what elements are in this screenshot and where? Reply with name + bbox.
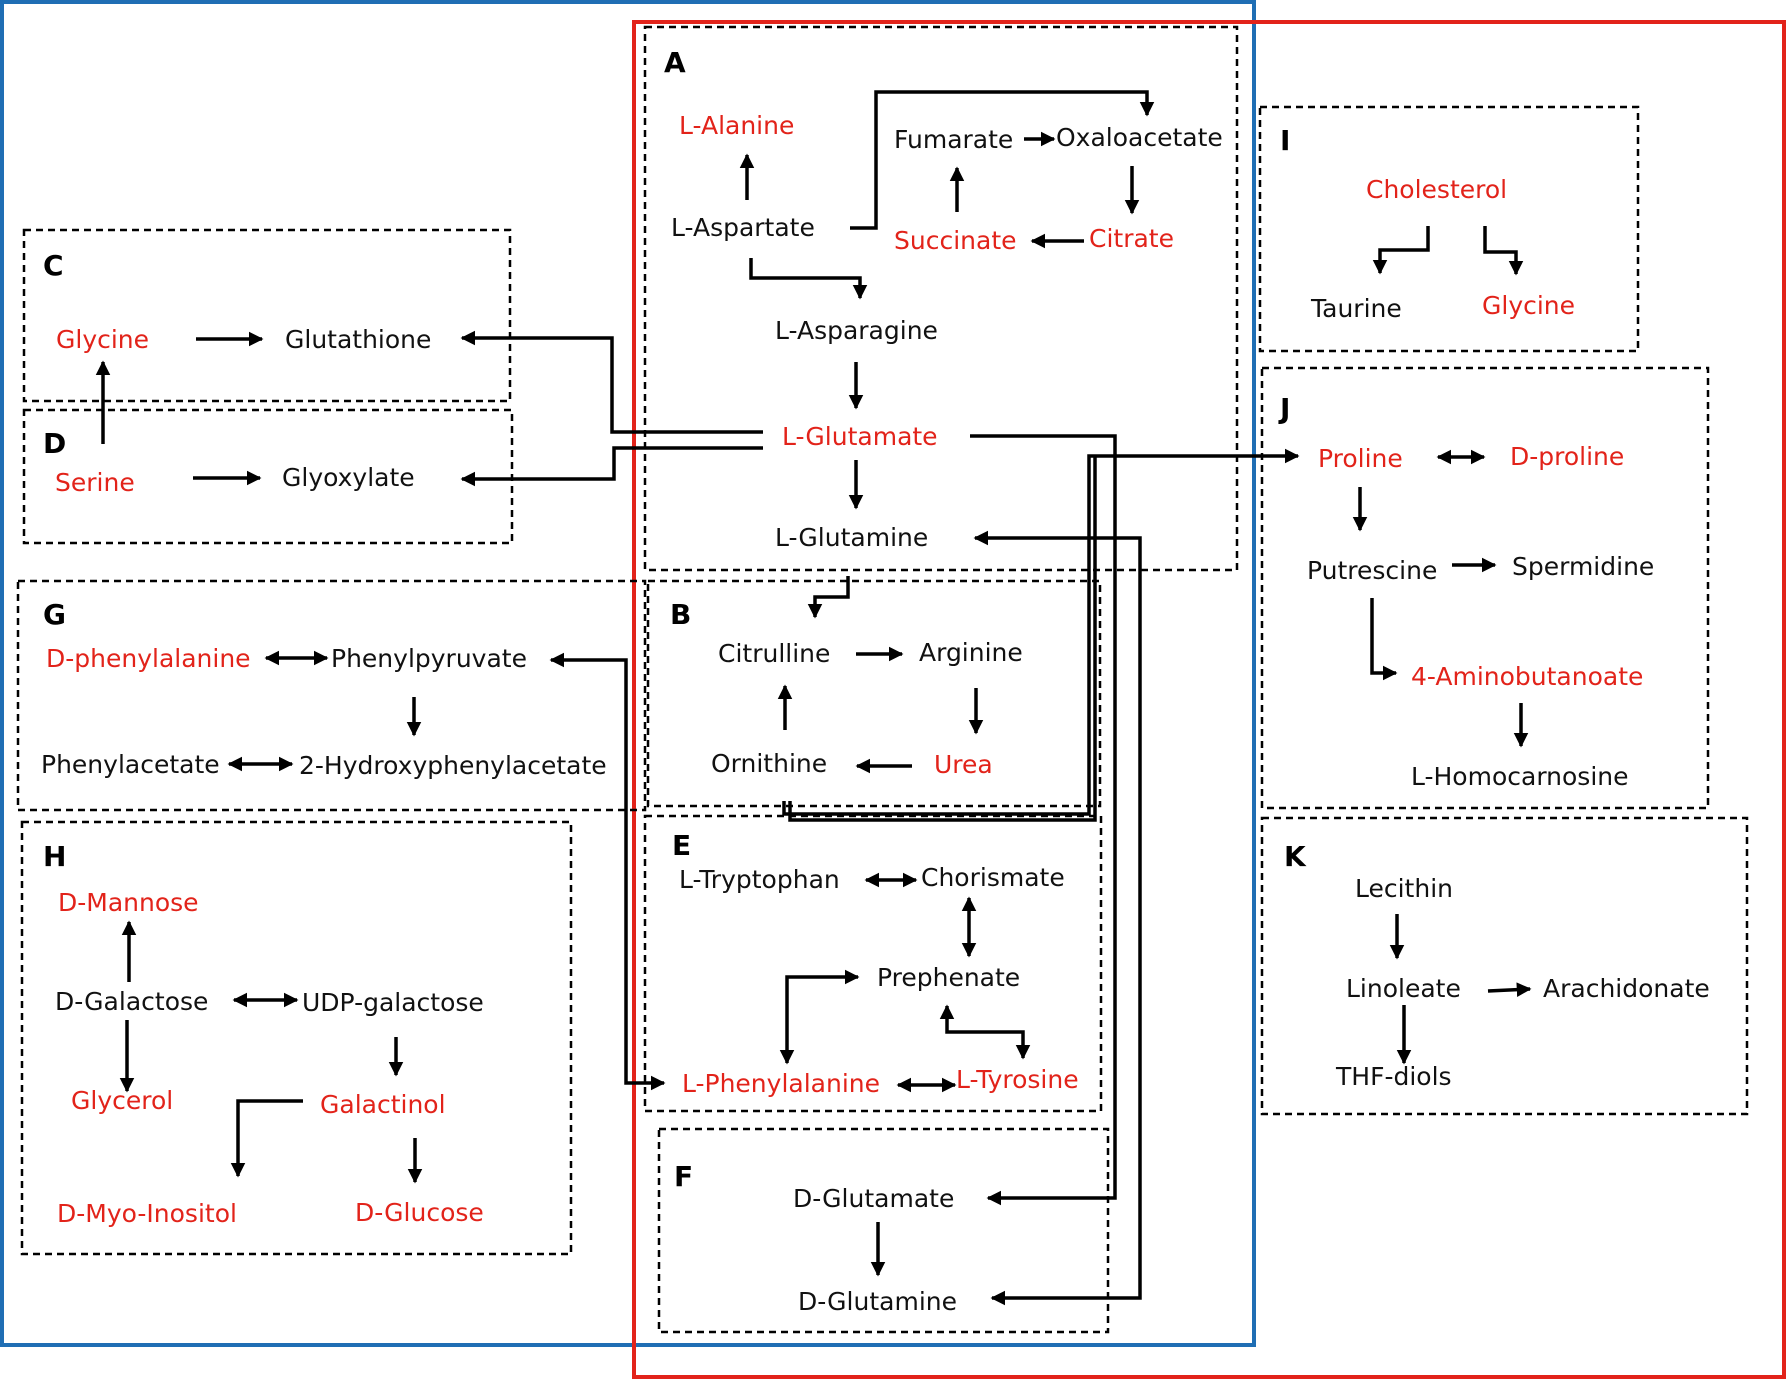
arrow-putrescine-to-aminobutanoate [1370,598,1398,681]
metabolite-arachidonate: Arachidonate [1543,974,1710,1003]
arrow-glutamine-to-citrulline [807,576,850,619]
metabolite-serine: Serine [55,468,135,497]
metabolite-taurine: Taurine [1310,294,1402,323]
metabolite-l-alanine: L-Alanine [679,111,794,140]
arrow-phenylpyruvate-phenylalanine-bidir [549,652,666,1091]
panel-box-a [643,25,1239,572]
arrow-phenylalanine-prephenate-bidir [779,969,860,1065]
arrow-galactinol-to-myo-inositol [230,1099,303,1178]
metabolite-glutathione: Glutathione [285,325,431,354]
metabolite-oxaloacetate: Oxaloacetate [1056,123,1223,152]
metabolite-4-aminobutanoate: 4-Aminobutanoate [1411,662,1643,691]
metabolite-d-glucose: D-Glucose [355,1198,484,1227]
metabolite-glyoxylate: Glyoxylate [282,463,415,492]
arrow-glutamate-to-d-glutamate [970,434,1117,1206]
metabolite-d-phenylalanine: D-phenylalanine [46,644,251,673]
panel-box-k [1260,816,1749,1116]
metabolite-glycerol: Glycerol [71,1086,173,1115]
arrow-cholesterol-to-taurine [1372,226,1430,275]
metabolite-putrescine: Putrescine [1307,556,1437,585]
metabolite-cholesterol: Cholesterol [1366,175,1507,204]
metabolite-d-galactose: D-Galactose [55,987,208,1016]
metabolite-ornithine: Ornithine [711,749,827,778]
metabolite-d-glutamine: D-Glutamine [798,1287,957,1316]
panel-box-j [1260,366,1710,810]
panel-label-h: H [43,840,66,873]
metabolite-l-glutamate: L-Glutamate [782,422,938,451]
metabolite-lecithin: Lecithin [1355,874,1453,903]
metabolite-chorismate: Chorismate [921,863,1065,892]
panel-box-c [22,228,512,403]
metabolite-proline: Proline [1318,444,1403,473]
panel-label-b: B [670,598,691,631]
metabolite-d-mannose: D-Mannose [58,888,199,917]
panel-label-k: K [1284,840,1307,873]
metabolite-phenylacetate: Phenylacetate [41,750,220,779]
arrow-glutamine-to-d-glutamine-bidir [973,530,1142,1306]
panel-label-d: D [43,427,66,460]
metabolite-arginine: Arginine [919,638,1023,667]
panel-box-g [16,579,647,812]
metabolite-citrulline: Citrulline [718,639,830,668]
metabolite-d-myo-inositol: D-Myo-Inositol [57,1199,237,1228]
panel-box-e [643,814,1103,1113]
panel-box-i [1258,105,1640,353]
arrow-glutamate-to-glutathione [460,330,763,434]
metabolite-glycine-c: Glycine [56,325,149,354]
metabolite-galactinol: Galactinol [320,1090,446,1119]
metabolite-d-proline: D-proline [1510,442,1624,471]
panel-label-j: J [1278,392,1290,425]
panel-label-a: A [664,46,686,79]
metabolite-glycine-i: Glycine [1482,291,1575,320]
metabolite-d-glutamate: D-Glutamate [793,1184,954,1213]
metabolite-l-glutamine: L-Glutamine [775,523,928,552]
arrow-ornithine-to-proline [782,448,1300,816]
metabolite-linoleate: Linoleate [1346,974,1461,1003]
arrow-tyrosine-prephenate-bidir [939,1004,1031,1060]
metabolite-2-hydroxyphenylacetate: 2-Hydroxyphenylacetate [299,751,607,780]
link-ornithine-proline-parallel [788,456,1097,822]
metabolite-fumarate: Fumarate [894,125,1013,154]
panel-box-d [22,408,514,545]
metabolite-l-tyrosine: L-Tyrosine [956,1065,1079,1094]
metabolite-spermidine: Spermidine [1512,552,1654,581]
arrow-aspartate-to-oxaloacetate [850,90,1155,230]
metabolite-citrate: Citrate [1089,224,1174,253]
panel-label-f: F [674,1160,693,1193]
metabolite-l-phenylalanine: L-Phenylalanine [682,1069,880,1098]
metabolite-l-homocarnosine: L-Homocarnosine [1411,762,1629,791]
arrow-glutamate-to-glyoxylate [460,446,763,487]
metabolite-thf-diols: THF-diols [1335,1062,1452,1091]
metabolite-prephenate: Prephenate [877,963,1020,992]
metabolite-l-asparagine: L-Asparagine [775,316,938,345]
panel-label-g: G [43,598,66,631]
metabolite-phenylpyruvate: Phenylpyruvate [331,644,527,673]
panel-box-h [20,820,573,1256]
arrow-aspartate-to-asparagine [749,258,868,300]
metabolite-udp-galactose: UDP-galactose [302,988,484,1017]
metabolite-urea: Urea [934,750,993,779]
arrow-cholesterol-to-glycine [1483,226,1524,276]
panel-label-c: C [43,249,64,282]
panel-label-i: I [1280,124,1290,157]
metabolite-l-tryptophan: L-Tryptophan [679,865,840,894]
panel-label-e: E [672,829,691,862]
metabolite-succinate: Succinate [894,226,1017,255]
arrow-linoleate-to-arachidonate [1487,982,1532,997]
metabolite-l-aspartate: L-Aspartate [671,213,815,242]
blue-frame [0,0,1256,1347]
panel-box-f [657,1127,1110,1334]
